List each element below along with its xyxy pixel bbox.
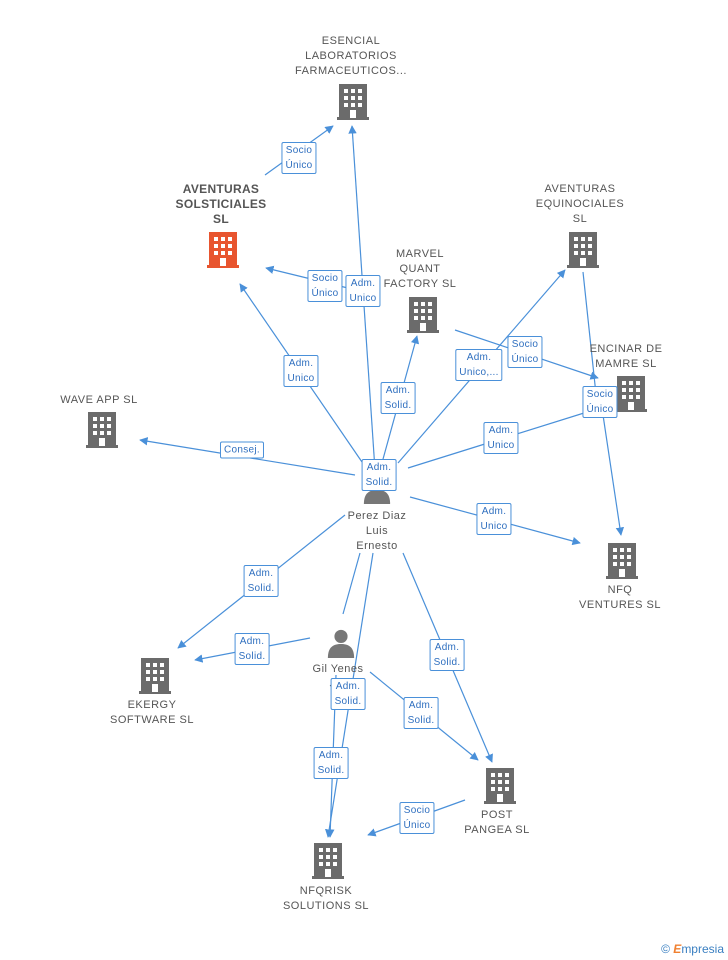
edge-label-socio-unico: Socio Único <box>307 270 343 302</box>
marvel-building-icon[interactable] <box>407 297 439 333</box>
node-label-wave[interactable]: WAVE APP SL <box>60 394 138 406</box>
edge-label-adm-solid: Adm. Solid. <box>243 565 279 597</box>
edge-label-adm-solid: Adm. Solid. <box>380 382 416 414</box>
edge-encinar-nfqventures <box>602 414 625 536</box>
edge-label-adm-unico: Adm. Unico <box>476 503 512 535</box>
ekergy-building-icon[interactable] <box>139 658 171 694</box>
node-label-perez[interactable]: Perez Diaz Luis Ernesto <box>347 510 407 552</box>
edge-perez-gil <box>342 552 361 615</box>
edge-label-adm-solid: Adm. Solid. <box>429 639 465 671</box>
edge-label-adm-unico: Adm. Unico <box>483 422 519 454</box>
node-label-encinar[interactable]: ENCINAR DE MAMRE SL <box>589 343 663 370</box>
brand-logo-e: E <box>673 942 682 956</box>
node-label-marvel[interactable]: MARVEL QUANT FACTORY SL <box>383 248 457 290</box>
node-label-nfqrisk[interactable]: NFQRISK SOLUTIONS SL <box>282 885 370 912</box>
aventuras-equinociales-building-icon[interactable] <box>567 232 599 268</box>
encinar-building-icon[interactable] <box>615 376 647 412</box>
edge-label-adm-solid: Adm. Solid. <box>330 678 366 710</box>
node-label-aventuras-solsticiales[interactable]: AVENTURAS SOLSTICIALES SL <box>175 182 267 226</box>
edge-label-adm-unico: Adm. Unico <box>283 355 319 387</box>
edge-label-adm-unico: Adm. Unico,... <box>455 349 503 381</box>
nfqrisk-building-icon[interactable] <box>312 843 344 879</box>
esencial-building-icon[interactable] <box>337 84 369 120</box>
edge-label-consej: Consej. <box>219 441 265 459</box>
edge-label-adm-solid: Adm. Solid. <box>313 747 349 779</box>
node-label-ekergy[interactable]: EKERGY SOFTWARE SL <box>110 699 194 726</box>
wave-building-icon[interactable] <box>86 412 118 448</box>
nfq-ventures-building-icon[interactable] <box>606 543 638 579</box>
node-label-aventuras-equinociales[interactable]: AVENTURAS EQUINOCIALES SL <box>535 183 625 225</box>
node-label-esencial[interactable]: ESENCIAL LABORATORIOS FARMACEUTICOS... <box>295 35 407 77</box>
copyright-icon: © <box>661 942 670 956</box>
aventuras-solsticiales-building-icon[interactable] <box>207 232 239 268</box>
node-label-post-pangea[interactable]: POST PANGEA SL <box>464 809 530 836</box>
brand-footer[interactable]: © Empresia <box>661 942 724 956</box>
edge-label-adm-unico: Adm. Unico <box>345 275 381 307</box>
edge-label-adm-solid: Adm. Solid. <box>403 697 439 729</box>
gil-person-icon[interactable] <box>327 629 355 658</box>
edge-label-adm-solid: Adm. Solid. <box>234 633 270 665</box>
edge-label-socio-unico: Socio Único <box>582 386 618 418</box>
node-label-nfq-ventures[interactable]: NFQ VENTURES SL <box>579 584 661 611</box>
brand-name: mpresia <box>681 942 724 956</box>
edge-label-socio-unico: Socio Único <box>399 802 435 834</box>
post-pangea-building-icon[interactable] <box>484 768 516 804</box>
edge-label-socio-unico: Socio Único <box>507 336 543 368</box>
edge-label-socio-unico: Socio Único <box>281 142 317 174</box>
edge-label-adm-solid: Adm. Solid. <box>361 459 397 491</box>
